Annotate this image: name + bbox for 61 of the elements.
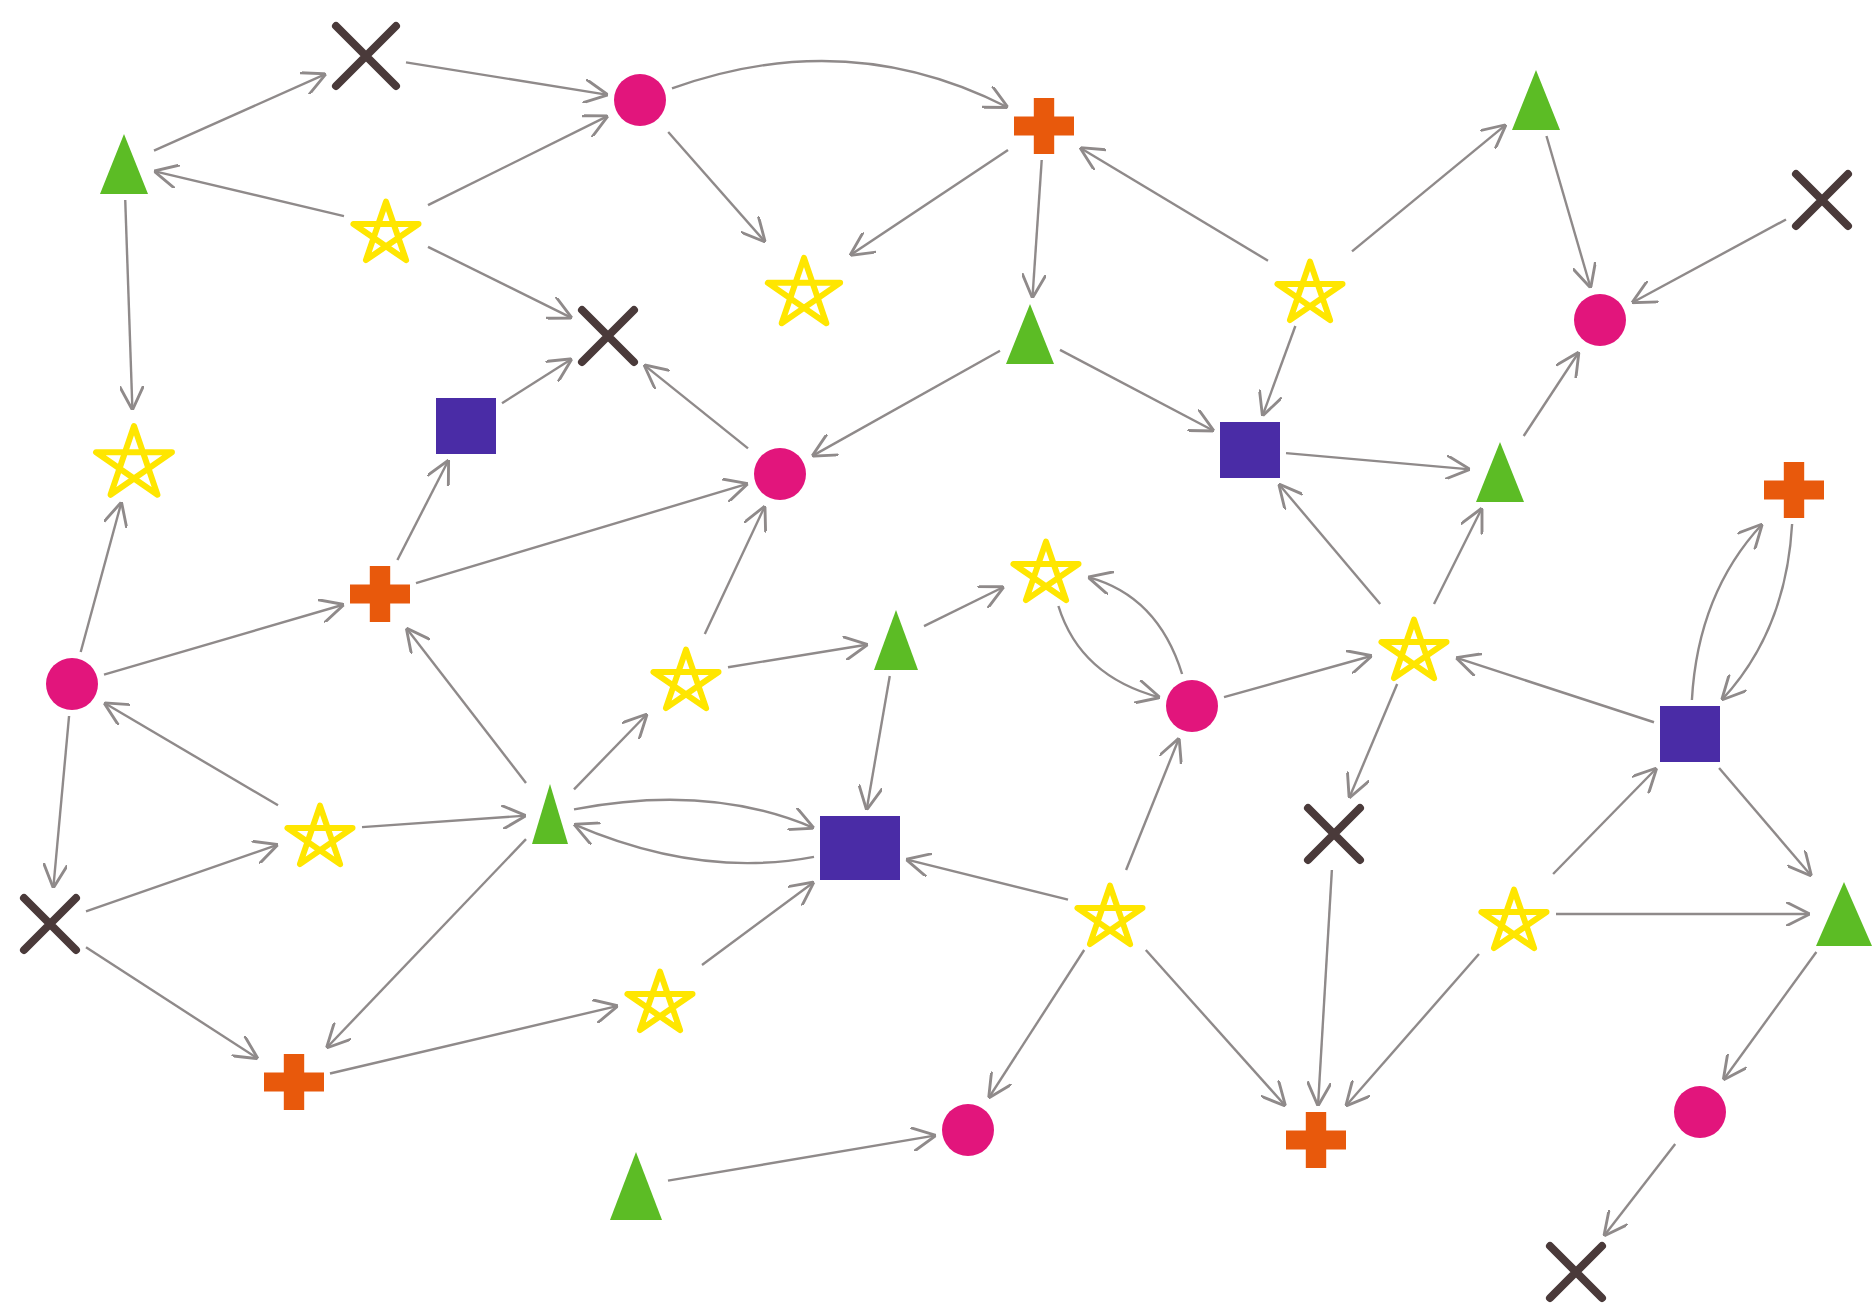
arrow [1545, 135, 1597, 290]
arrow [1144, 949, 1287, 1108]
arrow [848, 149, 1009, 257]
arrow [987, 949, 1086, 1100]
arrow [396, 458, 451, 561]
arrow [103, 598, 346, 676]
arrow [1351, 123, 1508, 253]
arrow [1718, 767, 1813, 878]
arrow [1223, 649, 1374, 699]
arrow [642, 363, 749, 450]
arrow [1344, 953, 1480, 1108]
arrow [1552, 766, 1659, 875]
arrow [1630, 218, 1787, 305]
arrow [1345, 683, 1399, 800]
arrow [415, 477, 750, 585]
arrow [701, 880, 816, 966]
arrow [501, 357, 574, 405]
arrow [1690, 522, 1764, 701]
arrow [79, 500, 129, 653]
arrow [1059, 348, 1216, 433]
arrow [1277, 482, 1382, 605]
arrow [153, 71, 328, 152]
arrow [573, 712, 649, 791]
arrow [703, 504, 768, 635]
arrow [667, 131, 767, 244]
arrow [1602, 1143, 1677, 1238]
arrow [1522, 350, 1581, 437]
arrow [1556, 900, 1812, 928]
arrow [1057, 605, 1162, 704]
arrow [1086, 571, 1184, 675]
arrow [667, 1126, 938, 1182]
arrow [1432, 506, 1484, 605]
arrow [405, 61, 610, 105]
arrow [671, 59, 1010, 110]
arrow [573, 798, 816, 832]
arrow [1720, 523, 1794, 702]
arrow [1306, 869, 1334, 1108]
arrow [404, 626, 527, 784]
arrow [1454, 652, 1655, 724]
arrow [102, 701, 279, 807]
arrow [42, 715, 71, 890]
arrow [427, 245, 574, 320]
arrow [152, 163, 345, 218]
arrow [810, 349, 1001, 458]
arrow [727, 635, 870, 669]
arrow [1285, 451, 1472, 481]
arrow [1721, 951, 1818, 1082]
arrow [572, 820, 815, 865]
arrow [923, 585, 1006, 628]
arrow [904, 852, 1069, 901]
arrow [325, 838, 527, 1050]
arrow [329, 998, 620, 1075]
arrow [1124, 736, 1183, 871]
arrow [85, 839, 280, 913]
arrow [118, 199, 146, 412]
arrow [361, 803, 528, 831]
arrow [1078, 146, 1269, 262]
arrow [85, 946, 260, 1061]
arrow [1020, 159, 1048, 300]
arrow [857, 675, 891, 812]
arrow [427, 114, 610, 207]
